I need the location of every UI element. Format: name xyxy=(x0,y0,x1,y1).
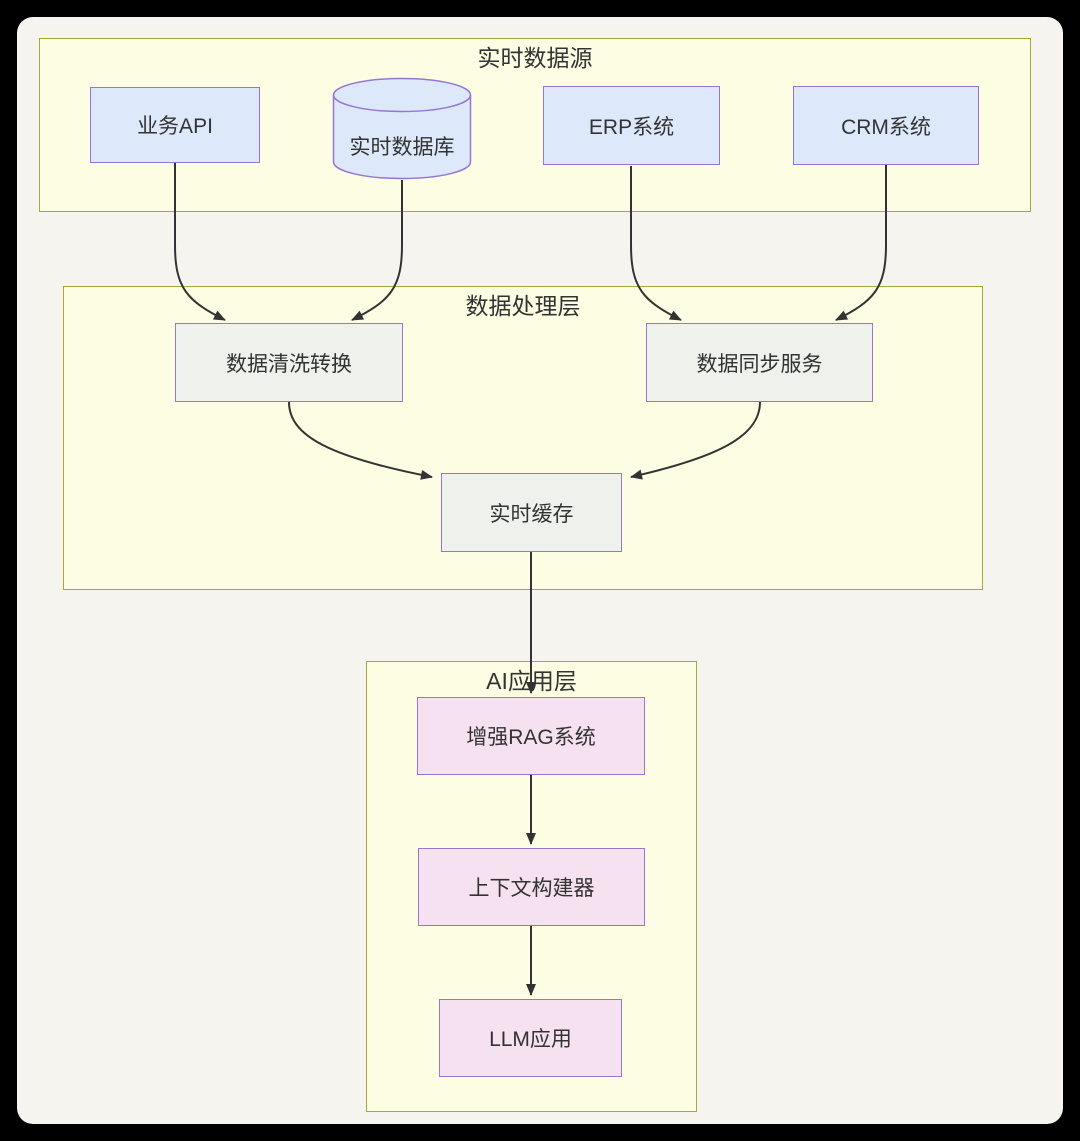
node-sync-label: 数据同步服务 xyxy=(696,352,823,376)
node-business-api-label: 业务API xyxy=(137,115,213,138)
node-business-api: 业务API xyxy=(90,87,260,163)
node-cache: 实时缓存 xyxy=(441,473,622,552)
layer-source-title: 实时数据源 xyxy=(477,45,593,71)
node-rag: 增强RAG系统 xyxy=(417,697,645,775)
node-crm: CRM系统 xyxy=(793,86,979,165)
node-rag-label: 增强RAG系统 xyxy=(466,726,596,749)
node-llm-app-label: LLM应用 xyxy=(489,1028,572,1051)
node-erp: ERP系统 xyxy=(543,86,720,165)
node-erp-label: ERP系统 xyxy=(588,115,675,139)
node-context-builder-label: 上下文构建器 xyxy=(468,877,595,900)
node-realtime-db-label: 实时数据库 xyxy=(349,135,455,159)
node-llm-app: LLM应用 xyxy=(439,999,622,1077)
layer-ai-title: AI应用层 xyxy=(486,668,577,694)
node-cleaning-label: 数据清洗转换 xyxy=(226,352,352,376)
database-cylinder-shape xyxy=(332,77,472,180)
node-realtime-db: 实时数据库 xyxy=(332,77,472,180)
node-crm-label: CRM系统 xyxy=(841,115,931,139)
node-cache-label: 实时缓存 xyxy=(489,502,574,526)
node-cleaning: 数据清洗转换 xyxy=(175,323,403,402)
layer-processing-title: 数据处理层 xyxy=(465,293,581,319)
node-context-builder: 上下文构建器 xyxy=(418,848,645,926)
node-sync: 数据同步服务 xyxy=(646,323,873,402)
